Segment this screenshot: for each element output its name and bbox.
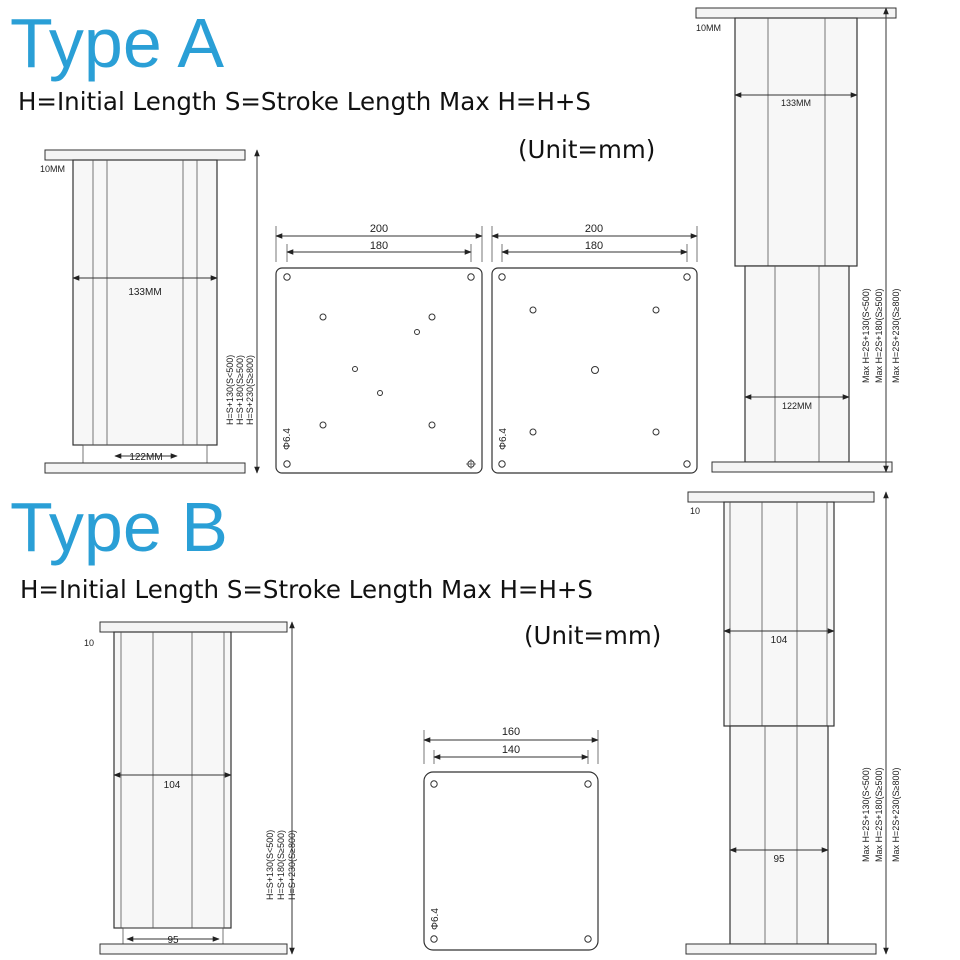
column-body xyxy=(72,159,218,446)
type-a-retracted-column: 10MM 133MM 122MM H=S+130(S<500) H=S+180(… xyxy=(40,149,260,474)
base-label: 122MM xyxy=(129,452,162,463)
height-formula-3: Max H=2S+230(S≥800) xyxy=(891,768,901,863)
inner-tube xyxy=(744,265,850,463)
width-label: 133MM xyxy=(781,98,811,108)
base-plate xyxy=(711,461,893,473)
plate-outline xyxy=(275,267,483,474)
top-plate xyxy=(687,491,875,503)
width-label: 104 xyxy=(164,780,181,791)
inner-dimension-label: 180 xyxy=(370,240,388,252)
type-a-plate-1: 200 180 Φ6.4 xyxy=(275,223,483,474)
top-plate xyxy=(695,7,897,19)
type-b-caption: H=Initial Length S=Stroke Length Max H=H… xyxy=(20,575,593,604)
inner-label: 95 xyxy=(773,854,785,865)
outer-dimension-label: 200 xyxy=(585,223,603,235)
inner-tube xyxy=(729,725,829,945)
height-formula-2: Max H=2S+180(S≥500) xyxy=(874,289,884,384)
height-formula-3: Max H=2S+230(S≥800) xyxy=(891,289,901,384)
base-plate xyxy=(44,462,246,474)
height-formula-1: Max H=2S+130(S<500) xyxy=(861,288,871,383)
hole-label: Φ6.4 xyxy=(430,908,441,930)
column-body xyxy=(113,631,232,929)
base-plate xyxy=(685,943,877,955)
width-label: 104 xyxy=(771,635,788,646)
height-formula-2: H=S+180(S≥500) xyxy=(276,830,286,900)
top-plate xyxy=(44,149,246,161)
type-b-retracted-column: 10 104 95 H=S+130(S<500) H=S+180(S≥500) … xyxy=(84,621,297,955)
top-plate-label: 10 xyxy=(84,638,94,648)
outer-dimension-label: 200 xyxy=(370,223,388,235)
base-plate xyxy=(99,943,288,955)
inner-dimension-label: 140 xyxy=(502,744,520,756)
top-plate xyxy=(99,621,288,633)
height-formula-2: Max H=2S+180(S≥500) xyxy=(874,768,884,863)
type-b-extended-column: 10 104 95 Max H=2S+130(S<500) Max H=2S+1… xyxy=(685,491,901,955)
outer-tube xyxy=(734,17,858,267)
height-formula-3: H=S+230(S≥800) xyxy=(245,355,255,425)
height-formula-3: H=S+230(S≥800) xyxy=(287,830,297,900)
type-b-plate: 160 140 Φ6.4 xyxy=(423,726,599,951)
inner-label: 122MM xyxy=(782,401,812,411)
outer-dimension-label: 160 xyxy=(502,726,520,738)
type-a-title: Type A xyxy=(10,4,225,82)
type-a-caption: H=Initial Length S=Stroke Length Max H=H… xyxy=(18,87,591,116)
outer-tube xyxy=(723,501,835,727)
hole-label: Φ6.4 xyxy=(282,428,293,450)
type-a-extended-column: 10MM 133MM 122MM Max H=2S+130(S<500) Max… xyxy=(695,7,901,473)
top-plate-label: 10MM xyxy=(40,164,65,174)
top-plate-label: 10MM xyxy=(696,23,721,33)
type-a-plate-2: 200 180 Φ6.4 xyxy=(491,223,698,474)
type-b-unit-note: (Unit=mm) xyxy=(524,621,662,650)
plate-outline xyxy=(423,771,599,951)
type-a-unit-note: (Unit=mm) xyxy=(518,135,656,164)
height-formula-1: H=S+130(S<500) xyxy=(225,355,235,425)
top-plate-label: 10 xyxy=(690,506,700,516)
height-formula-2: H=S+180(S≥500) xyxy=(235,355,245,425)
height-formula-1: H=S+130(S<500) xyxy=(265,830,275,900)
base-label: 95 xyxy=(167,935,179,946)
hole-label: Φ6.4 xyxy=(498,428,509,450)
height-formula-1: Max H=2S+130(S<500) xyxy=(861,767,871,862)
inner-dimension-label: 180 xyxy=(585,240,603,252)
type-b-title: Type B xyxy=(10,488,228,566)
width-label: 133MM xyxy=(128,287,161,298)
